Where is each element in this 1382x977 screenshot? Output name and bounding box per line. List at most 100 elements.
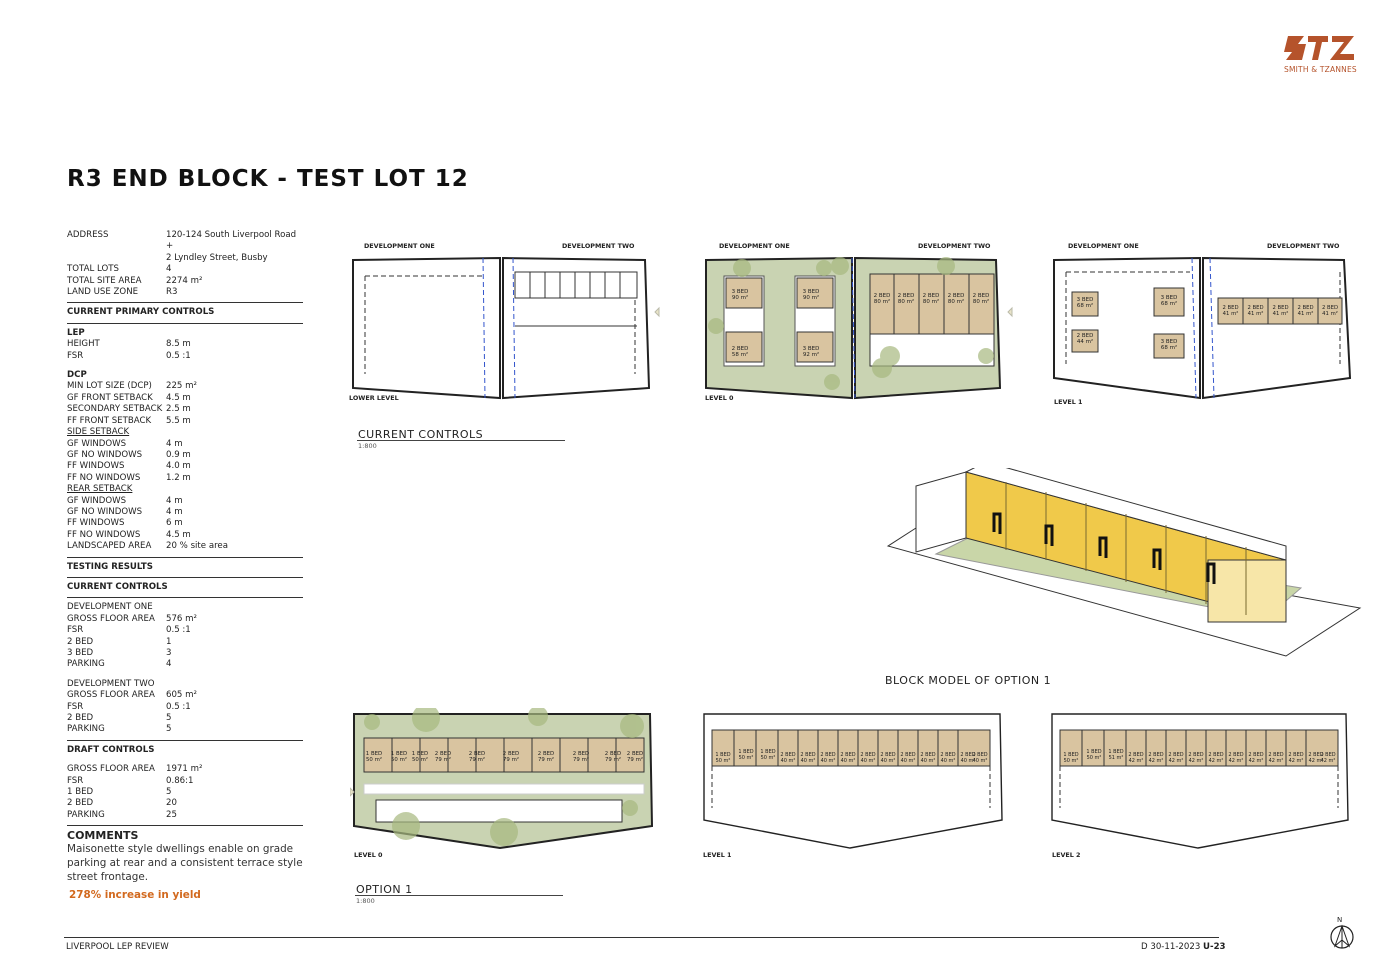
value: 1971 m² bbox=[166, 764, 203, 775]
unit-type: 2 BED bbox=[626, 751, 644, 757]
label: FF WINDOWS bbox=[67, 518, 125, 529]
unit-type: 1 BED bbox=[1063, 752, 1079, 758]
unit-area: 41 m² bbox=[1247, 311, 1264, 317]
spacer bbox=[67, 362, 303, 370]
section-heading: DCP bbox=[67, 370, 87, 381]
value: 4 bbox=[166, 659, 172, 670]
unit-type: 2 BED bbox=[1228, 752, 1244, 758]
unit-area: 41 m² bbox=[1322, 311, 1338, 317]
unit-area: 41 m² bbox=[1222, 311, 1239, 317]
value: 2.5 m bbox=[166, 404, 191, 415]
caption-option-1: OPTION 1 bbox=[356, 883, 413, 896]
value: 6 m bbox=[166, 518, 183, 529]
divider bbox=[67, 322, 303, 324]
footer-date: D 30-11-2023 U-23 bbox=[1141, 942, 1226, 952]
value: 1 bbox=[166, 636, 172, 647]
unit-type: 2 BED bbox=[1148, 752, 1164, 758]
unit-area: 40 m² bbox=[900, 758, 916, 764]
unit-type: 2 BED bbox=[1308, 752, 1324, 758]
unit-area: 40 m² bbox=[940, 758, 956, 764]
label: FF NO WINDOWS bbox=[67, 529, 141, 540]
label: FSR bbox=[67, 775, 84, 786]
unit-area: 79 m² bbox=[605, 757, 621, 763]
unit-type: 2 BED bbox=[1297, 305, 1314, 311]
label: GROSS FLOOR AREA bbox=[67, 764, 155, 775]
unit-type: 1 BED bbox=[715, 752, 731, 758]
stz-logo-icon bbox=[1284, 36, 1354, 60]
label: 1 BED bbox=[67, 787, 94, 798]
caption-underline bbox=[357, 440, 565, 441]
unit-type: 1 BED bbox=[1086, 749, 1102, 755]
label: TOTAL LOTS bbox=[67, 264, 119, 275]
unit-area: 42 m² bbox=[1128, 758, 1144, 764]
divider bbox=[67, 597, 303, 599]
label: 2 BED bbox=[67, 636, 94, 647]
value: R3 bbox=[166, 287, 178, 298]
unit-area: 90 m² bbox=[731, 295, 749, 301]
value: 8.5 m bbox=[166, 339, 191, 350]
subheading: SIDE SETBACK bbox=[67, 427, 130, 438]
label: GF WINDOWS bbox=[67, 438, 127, 449]
value: 0.5 :1 bbox=[166, 625, 191, 636]
value: 5 bbox=[166, 787, 172, 798]
option-level-1 bbox=[703, 713, 1003, 849]
unit-area: 42 m² bbox=[1228, 758, 1244, 764]
label: GF NO WINDOWS bbox=[67, 506, 143, 517]
unit-type: 2 BED bbox=[1272, 305, 1289, 311]
level-label: LEVEL 0 bbox=[354, 851, 383, 859]
logo-text: SMITH & TZANNES bbox=[1284, 65, 1357, 74]
plan-lower-level bbox=[352, 256, 660, 400]
unit-area: 68 m² bbox=[1076, 303, 1094, 309]
section-heading: CURRENT PRIMARY CONTROLS bbox=[67, 307, 215, 318]
unit-area: 79 m² bbox=[469, 757, 485, 763]
footer-rule bbox=[64, 937, 1219, 938]
value: 5 bbox=[166, 713, 172, 724]
unit-area: 50 m² bbox=[412, 757, 428, 763]
label: LAND USE ZONE bbox=[67, 287, 139, 298]
value: 4.5 m bbox=[166, 392, 191, 403]
unit-type: 1 BED bbox=[760, 749, 776, 755]
value: 0.5 :1 bbox=[166, 701, 191, 712]
unit-type: 2 BED bbox=[972, 293, 990, 299]
unit-type: 3 BED bbox=[731, 289, 749, 295]
unit-area: 42 m² bbox=[1320, 758, 1336, 764]
unit-type: 2 BED bbox=[1268, 752, 1284, 758]
north-label: N bbox=[1337, 916, 1343, 924]
plan-label: DEVELOPMENT ONE bbox=[1068, 242, 1139, 250]
plan-label: DEVELOPMENT TWO bbox=[1267, 242, 1340, 250]
footer-date-text: D 30-11-2023 bbox=[1141, 942, 1201, 952]
value: 2 Lyndley Street, Busby bbox=[166, 252, 268, 263]
unit-type: 2 BED bbox=[840, 752, 856, 758]
unit-type: 2 BED bbox=[468, 751, 486, 757]
level-label: LEVEL 1 bbox=[703, 851, 732, 859]
label: HEIGHT bbox=[67, 339, 100, 350]
value: 225 m² bbox=[166, 381, 197, 392]
unit-area: 42 m² bbox=[1248, 758, 1264, 764]
unit-area: 79 m² bbox=[627, 757, 643, 763]
label: GF WINDOWS bbox=[67, 495, 127, 506]
unit-type: 2 BED bbox=[960, 752, 976, 758]
unit-area: 42 m² bbox=[1288, 758, 1304, 764]
label: PARKING bbox=[67, 659, 105, 670]
